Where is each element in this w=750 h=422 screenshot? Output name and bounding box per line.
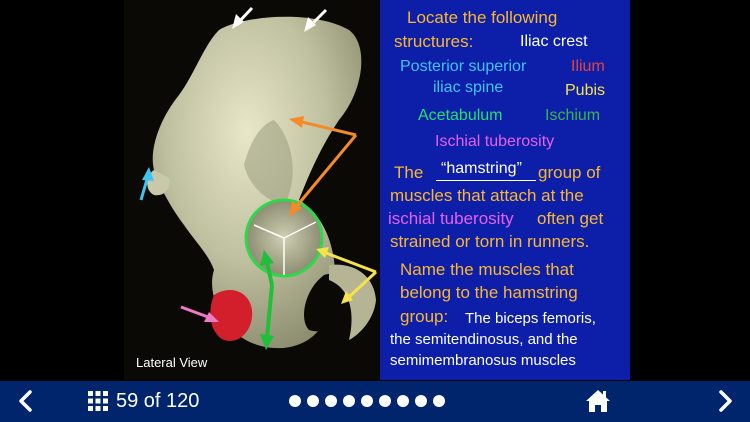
question-line-2: belong to the hamstring bbox=[400, 283, 578, 302]
label-ischial-tuberosity: Ischial tuberosity bbox=[435, 133, 555, 150]
page-dot[interactable] bbox=[361, 395, 373, 407]
page-dot[interactable] bbox=[343, 395, 355, 407]
bone-photo: Lateral View bbox=[124, 0, 380, 380]
label-iliac-crest: Iliac crest bbox=[520, 33, 588, 50]
hamstring-the: The bbox=[394, 163, 424, 182]
obturator-foramen bbox=[304, 274, 350, 332]
slide-grid-button[interactable] bbox=[88, 391, 108, 411]
page-dot[interactable] bbox=[397, 395, 409, 407]
heading-line-2: structures: bbox=[394, 32, 474, 51]
text-panel: Locate the following structures: Iliac c… bbox=[380, 0, 630, 380]
label-posterior-superior-1: Posterior superior bbox=[400, 58, 527, 75]
hip-bone-illustration bbox=[139, 6, 378, 350]
label-acetabulum: Acetabulum bbox=[418, 107, 503, 124]
chevron-left-icon bbox=[19, 390, 32, 412]
line-muscles-attach: muscles that attach at the bbox=[390, 186, 584, 205]
page-dot[interactable] bbox=[307, 395, 319, 407]
hamstring-word: “hamstring” bbox=[441, 160, 522, 177]
fill-in-blank-line bbox=[436, 180, 536, 181]
page-dot[interactable] bbox=[433, 395, 445, 407]
question-line-1: Name the muscles that bbox=[400, 260, 574, 279]
slide-counter: 59 of 120 bbox=[116, 390, 200, 412]
label-pubis: Pubis bbox=[565, 82, 606, 99]
photo-caption: Lateral View bbox=[136, 355, 208, 370]
page-dot[interactable] bbox=[325, 395, 337, 407]
grid-icon bbox=[88, 391, 108, 411]
label-ilium: Ilium bbox=[571, 58, 605, 75]
page-dot[interactable] bbox=[415, 395, 427, 407]
page-dot[interactable] bbox=[379, 395, 391, 407]
heading-line-1: Locate the following bbox=[407, 8, 558, 27]
question-line-3: group: bbox=[400, 307, 449, 326]
answer-line-2: the semitendinosus, and the bbox=[390, 331, 578, 348]
next-slide-button[interactable] bbox=[713, 389, 737, 413]
line-ischial-tuberosity: ischial tuberosity bbox=[388, 209, 514, 228]
page-dot[interactable] bbox=[289, 395, 301, 407]
answer-line-3: semimembranosus muscles bbox=[390, 352, 576, 369]
bottom-nav-bar: 59 of 120 bbox=[0, 381, 750, 422]
page-dots bbox=[289, 395, 451, 408]
previous-slide-button[interactable] bbox=[14, 389, 38, 413]
label-ischium: Ischium bbox=[545, 107, 601, 124]
home-icon bbox=[586, 390, 610, 412]
answer-line-1: The biceps femoris, bbox=[465, 310, 596, 327]
ischial-tuberosity-marking bbox=[210, 290, 253, 341]
line-often-get: often get bbox=[537, 209, 604, 228]
label-posterior-superior-2: iliac spine bbox=[433, 79, 504, 96]
chevron-right-icon bbox=[719, 390, 732, 412]
hamstring-group-of: group of bbox=[538, 163, 601, 182]
home-button[interactable] bbox=[585, 389, 611, 413]
line-strained: strained or torn in runners. bbox=[390, 232, 590, 251]
